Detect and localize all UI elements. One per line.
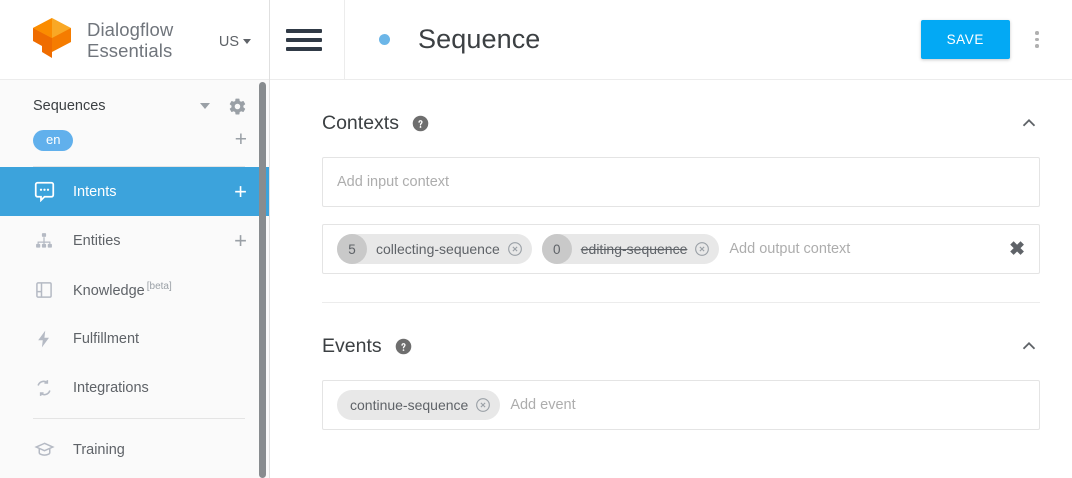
input-context-field[interactable]: Add input context bbox=[322, 157, 1040, 207]
lightning-bolt-icon bbox=[33, 328, 55, 350]
dialogflow-cube-logo-icon bbox=[30, 16, 74, 64]
topbar-divider bbox=[344, 0, 345, 80]
sidebar-item-training[interactable]: Training bbox=[0, 425, 269, 474]
sidebar-item-label: Integrations bbox=[73, 379, 149, 396]
main-panel: Sequence SAVE Contexts bbox=[270, 0, 1072, 478]
hamburger-menu-icon[interactable] bbox=[286, 28, 322, 51]
add-entity-button[interactable]: + bbox=[234, 227, 247, 253]
sidebar-item-intents[interactable]: Intents + bbox=[0, 167, 269, 216]
sidebar-item-fulfillment[interactable]: Fulfillment bbox=[0, 314, 269, 363]
events-field[interactable]: continue-sequence Add event bbox=[322, 380, 1040, 430]
chip-label: editing-sequence bbox=[580, 241, 688, 257]
sidebar-item-label: Training bbox=[73, 441, 125, 458]
agent-name: Sequences bbox=[33, 98, 106, 114]
section-separator bbox=[322, 302, 1040, 303]
language-row: en + bbox=[0, 124, 269, 156]
chevron-up-icon[interactable] bbox=[1018, 112, 1040, 134]
sidebar-item-integrations[interactable]: Integrations bbox=[0, 363, 269, 412]
gear-icon[interactable] bbox=[228, 97, 247, 116]
status-dot-icon bbox=[379, 34, 390, 45]
sidebar-item-label: Entities bbox=[73, 232, 121, 249]
input-context-placeholder: Add input context bbox=[337, 174, 450, 190]
sidebar-item-label: Knowledge[beta] bbox=[73, 281, 172, 299]
kebab-menu-icon[interactable] bbox=[1020, 20, 1054, 60]
output-context-field[interactable]: 5 collecting-sequence 0 editing-sequence bbox=[322, 224, 1040, 274]
events-section: Events bbox=[322, 303, 1040, 430]
help-circle-icon[interactable] bbox=[395, 338, 412, 355]
add-intent-button[interactable]: + bbox=[234, 178, 247, 204]
sidebar-item-entities[interactable]: Entities + bbox=[0, 216, 269, 265]
circle-x-icon[interactable] bbox=[475, 397, 491, 413]
region-selector[interactable]: US bbox=[219, 30, 251, 50]
sidebar-section-divider bbox=[33, 418, 245, 419]
page-title: Sequence bbox=[418, 24, 541, 54]
circle-x-icon[interactable] bbox=[507, 241, 523, 257]
knowledge-label: Knowledge bbox=[73, 282, 145, 299]
sidebar: Dialogflow Essentials US Sequences en + bbox=[0, 0, 270, 478]
beta-badge: [beta] bbox=[146, 280, 172, 292]
brand-line-1: Dialogflow bbox=[87, 18, 174, 40]
chip-label: collecting-sequence bbox=[376, 241, 500, 257]
refresh-arrows-icon bbox=[33, 377, 55, 399]
agent-selector-row[interactable]: Sequences bbox=[0, 88, 269, 124]
chip-lifespan-count: 0 bbox=[541, 234, 572, 264]
chip-label: continue-sequence bbox=[350, 397, 469, 413]
event-placeholder: Add event bbox=[510, 397, 576, 413]
contexts-header: Contexts bbox=[322, 106, 1040, 140]
graduation-cap-icon bbox=[33, 439, 55, 461]
contexts-title: Contexts bbox=[322, 111, 399, 134]
events-header: Events bbox=[322, 329, 1040, 363]
caret-down-icon bbox=[243, 39, 251, 44]
contexts-section: Contexts Add in bbox=[322, 80, 1040, 303]
save-button[interactable]: SAVE bbox=[920, 20, 1010, 59]
events-title: Events bbox=[322, 334, 382, 357]
sidebar-item-knowledge[interactable]: Knowledge[beta] bbox=[0, 265, 269, 314]
sidebar-item-label: Fulfillment bbox=[73, 330, 140, 347]
hierarchy-icon bbox=[33, 230, 55, 252]
sidebar-scrollbar[interactable] bbox=[259, 82, 266, 478]
caret-down-icon[interactable] bbox=[200, 103, 210, 109]
output-context-placeholder: Add output context bbox=[729, 241, 851, 257]
region-label: US bbox=[218, 33, 239, 50]
clear-contexts-button[interactable]: ✖ bbox=[1009, 238, 1025, 260]
brand-name: Dialogflow Essentials bbox=[87, 19, 173, 61]
brand-line-2: Essentials bbox=[87, 39, 173, 61]
event-chip[interactable]: continue-sequence bbox=[337, 390, 501, 420]
output-context-chip[interactable]: 0 editing-sequence bbox=[541, 234, 720, 264]
output-context-chip[interactable]: 5 collecting-sequence bbox=[337, 234, 532, 264]
speech-bubble-icon bbox=[33, 181, 55, 203]
sidebar-divider bbox=[33, 166, 245, 167]
help-circle-icon[interactable] bbox=[412, 115, 429, 132]
plus-icon[interactable]: + bbox=[234, 128, 247, 151]
book-icon bbox=[33, 279, 55, 301]
chip-lifespan-count: 5 bbox=[337, 234, 367, 264]
content-area: Contexts Add in bbox=[270, 80, 1072, 430]
brand-header[interactable]: Dialogflow Essentials US bbox=[0, 0, 269, 80]
language-chip-en[interactable]: en bbox=[33, 129, 74, 151]
top-bar: Sequence SAVE bbox=[270, 0, 1072, 80]
sidebar-item-label: Intents bbox=[73, 183, 117, 200]
circle-x-icon[interactable] bbox=[694, 241, 710, 257]
chevron-up-icon[interactable] bbox=[1018, 335, 1040, 357]
